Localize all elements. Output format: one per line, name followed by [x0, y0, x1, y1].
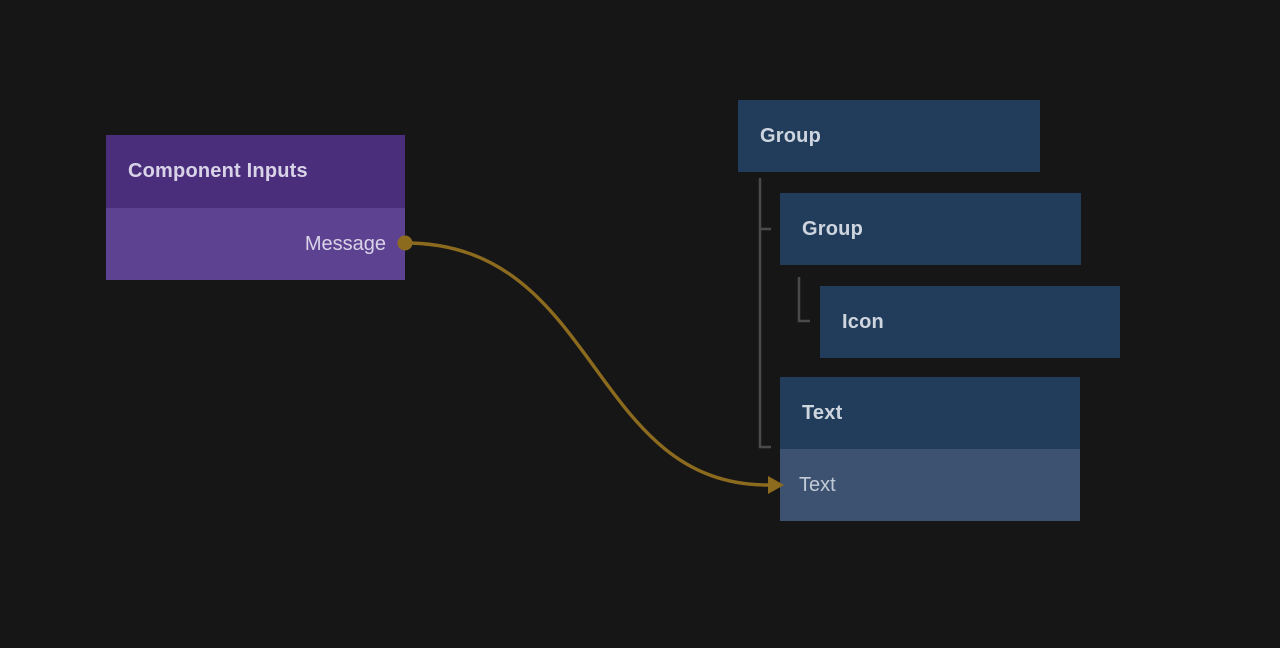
port-row-message[interactable]: Message: [106, 208, 405, 280]
layer-label: Text: [799, 473, 836, 496]
component-inputs-node[interactable]: Component Inputs Message: [106, 135, 405, 280]
layer-label: Group: [802, 217, 863, 240]
layer-node-group-inner[interactable]: Group: [780, 193, 1081, 265]
connection-wire[interactable]: [404, 241, 769, 487]
layer-node-group-outer[interactable]: Group: [738, 100, 1040, 172]
tree-connector-outer: [758, 178, 771, 449]
layer-label: Icon: [842, 310, 884, 333]
component-inputs-title: Component Inputs: [128, 160, 308, 182]
component-inputs-header[interactable]: Component Inputs: [106, 135, 405, 208]
port-label-message: Message: [304, 232, 386, 255]
layer-label: Group: [760, 124, 821, 147]
layer-node-icon[interactable]: Icon: [820, 286, 1120, 358]
layer-node-text-header[interactable]: Text: [780, 377, 1080, 449]
tree-connector-inner: [797, 277, 810, 323]
layer-label: Text: [802, 401, 843, 424]
layer-node-text: Text Text: [780, 377, 1080, 521]
layer-node-text-child-row[interactable]: Text: [780, 449, 1080, 521]
